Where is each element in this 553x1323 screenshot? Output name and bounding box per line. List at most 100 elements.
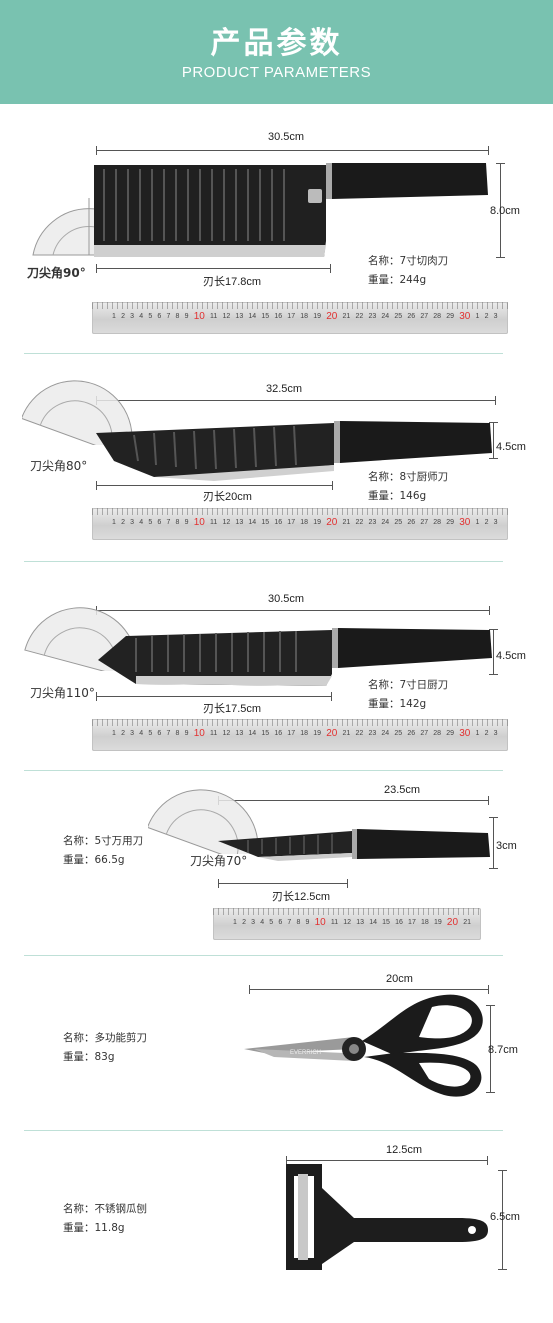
ruler-number: 12 [222,313,231,320]
product-peeler: 12.5cm 6.5cm 名称：不锈钢瓜刨 重量：11.8g [0,1132,553,1323]
ruler-number: 25 [394,313,403,320]
ruler-number: 20 [446,917,459,928]
ruler-number: 2 [484,519,489,526]
blade-length: 刃长17.5cm [203,703,262,715]
ruler-number: 14 [369,919,377,926]
ruler-number: 20 [326,311,338,322]
spec-block: 名称：7寸切肉刀 重量：244g [368,252,448,290]
ruler-number: 19 [313,313,322,320]
ruler-number: 6 [157,730,162,737]
ruler-number: 10 [193,311,205,322]
product-name: 名称：5寸万用刀 [63,835,144,847]
ruler-number: 6 [278,919,283,926]
ruler-number: 2 [484,730,489,737]
total-length-line [96,606,490,615]
ruler-number: 3 [493,730,498,737]
ruler-number: 3 [251,919,256,926]
section-divider [24,353,503,354]
ruler-number: 9 [184,519,189,526]
ruler-number: 9 [184,313,189,320]
ruler-number: 5 [148,730,153,737]
product-weight: 重量：66.5g [63,854,125,866]
ruler-number: 15 [261,519,270,526]
ruler-number: 27 [420,313,429,320]
ruler-number: 26 [407,730,416,737]
blade-length-line [96,264,331,273]
cleaver-knife-image [94,163,488,257]
height: 8.7cm [488,1044,518,1056]
ruler-number: 15 [261,313,270,320]
ruler-number: 2 [121,519,125,526]
ruler-number: 21 [463,919,471,926]
ruler-number: 3 [493,519,498,526]
blade-length: 刃长20cm [203,491,252,503]
ruler-number: 3 [493,313,498,320]
height-line [498,1170,507,1270]
ruler-number: 22 [355,730,364,737]
product-name: 名称：7寸切肉刀 [368,255,449,267]
ruler-number: 8 [175,730,180,737]
ruler-number: 6 [157,519,162,526]
ruler-number: 15 [261,730,270,737]
ruler-number: 5 [148,519,153,526]
product-name: 名称：8寸厨师刀 [368,471,449,483]
ruler-number: 1 [475,313,480,320]
ruler-number: 2 [121,313,125,320]
total-length: 32.5cm [266,383,303,395]
ruler-number: 1 [475,519,480,526]
ruler-number: 28 [433,313,442,320]
ruler-number: 26 [407,313,416,320]
ruler-number: 10 [193,728,205,739]
ruler-number: 4 [139,313,144,320]
ruler-number: 2 [484,313,489,320]
ruler-number: 25 [394,519,403,526]
ruler-number: 19 [433,919,442,926]
spec-block: 名称：不锈钢瓜刨 重量：11.8g [63,1200,147,1238]
product-utility-knife: 23.5cm 3cm 名称：5寸万用刀 重量：66.5g 刀尖角70° 刃长12… [0,772,553,957]
ruler-number: 13 [356,919,365,926]
ruler-number: 14 [248,519,257,526]
ruler-number: 12 [222,730,231,737]
ruler-number: 13 [235,313,244,320]
tip-angle: 刀尖角80° [30,459,88,473]
ruler-number: 21 [342,519,351,526]
ruler-number: 13 [235,730,244,737]
header-banner: 产品参数 PRODUCT PARAMETERS [0,0,553,104]
ruler-number: 5 [148,313,153,320]
ruler-number: 14 [248,313,257,320]
ruler-number: 27 [420,730,429,737]
height-line [489,629,498,675]
ruler-number: 18 [421,919,429,926]
tip-angle: 刀尖角90° [27,266,86,280]
product-name: 名称：7寸日厨刀 [368,679,449,691]
ruler-number: 22 [355,313,364,320]
ruler-number: 17 [287,730,296,737]
ruler-number: 3 [130,313,135,320]
ruler-number: 28 [433,519,442,526]
santoku-knife-image [98,628,492,686]
product-name: 名称：不锈钢瓜刨 [63,1203,147,1215]
spec-block: 名称：7寸日厨刀 重量：142g [368,676,448,714]
page-title: 产品参数 [210,26,343,61]
section-divider [24,561,503,562]
total-length: 20cm [386,973,413,985]
ruler-number: 26 [407,519,416,526]
ruler-number: 18 [300,519,309,526]
ruler-number: 16 [274,519,283,526]
ruler-number: 19 [313,519,322,526]
ruler-number: 23 [368,730,377,737]
ruler-number: 20 [326,517,338,528]
height-line [486,1005,495,1093]
ruler-number: 17 [408,919,416,926]
ruler-number: 7 [287,919,292,926]
ruler-number: 1 [112,519,116,526]
product-weight: 重量：244g [368,274,427,286]
ruler-number: 16 [274,313,283,320]
section-divider [24,1130,503,1131]
ruler-number: 27 [420,519,429,526]
ruler-number: 11 [210,519,218,526]
spec-block: 名称：多功能剪刀 重量：83g [63,1029,147,1067]
